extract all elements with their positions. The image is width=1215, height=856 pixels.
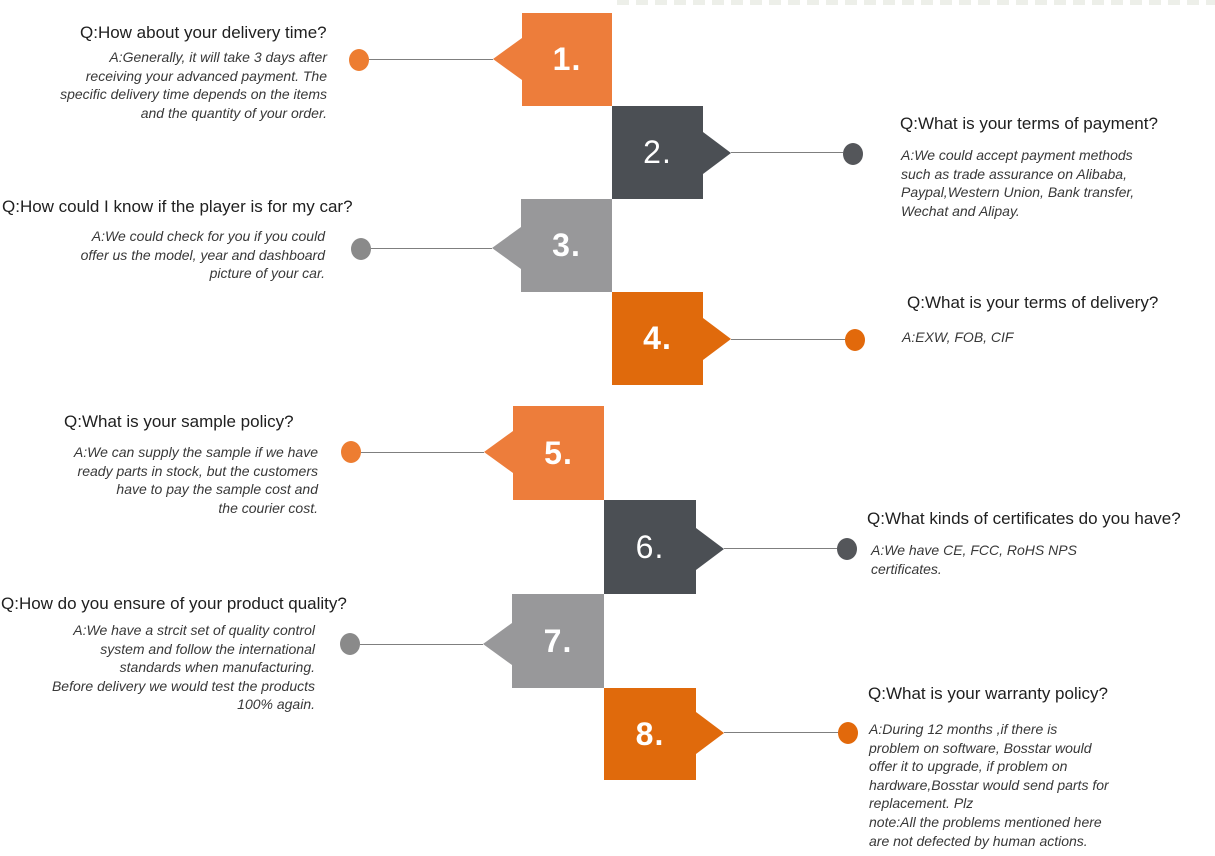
connector-line [731, 152, 843, 153]
answer-text: A:Generally, it will take 3 days after r… [60, 49, 327, 121]
answer-text: A:During 12 months ,if there is problem … [869, 721, 1109, 849]
connector-line [724, 548, 837, 549]
answer-text: A:We have a strcit set of quality contro… [51, 622, 315, 713]
answer-text: A:We could accept payment methods such a… [901, 147, 1135, 219]
left-pointer-icon [483, 623, 512, 665]
left-pointer-icon [492, 227, 521, 269]
question-text: Q:What is your terms of payment? [900, 114, 1158, 133]
step-number: 1. [552, 41, 582, 77]
left-pointer-icon [493, 38, 522, 80]
right-pointer-icon [696, 712, 724, 754]
question-text: Q:What is your warranty policy? [868, 684, 1108, 703]
right-pointer-icon [703, 318, 731, 360]
connector-dot [341, 441, 361, 463]
answer-text: A:We could check for you if you could of… [80, 228, 325, 282]
connector-line [361, 452, 484, 453]
connector-line [724, 732, 838, 733]
answer-text: A:We can supply the sample if we have re… [73, 444, 318, 516]
connector-line [731, 339, 845, 340]
question-text: Q:What is your sample policy? [64, 412, 294, 431]
left-pointer-icon [484, 431, 513, 473]
step-box: 7. [512, 594, 604, 688]
step-box: 8. [604, 688, 696, 780]
question-text: Q:How do you ensure of your product qual… [1, 594, 347, 613]
step-number: 3. [552, 227, 581, 263]
right-pointer-icon [696, 528, 724, 570]
connector-dot [351, 238, 371, 260]
question-text: Q:How about your delivery time? [80, 23, 327, 42]
step-box: 3. [521, 199, 612, 292]
step-number: 2. [643, 134, 672, 170]
connector-line [371, 248, 492, 249]
connector-line [360, 644, 483, 645]
step-number: 6. [635, 528, 665, 565]
connector-dot [837, 538, 857, 560]
question-text: Q:What kinds of certificates do you have… [867, 509, 1181, 528]
top-texture-strip [617, 0, 1215, 5]
step-box: 4. [612, 292, 703, 385]
connector-dot [340, 633, 360, 655]
step-number: 8. [635, 715, 665, 752]
step-box: 6. [604, 500, 696, 594]
answer-text: A:EXW, FOB, CIF [902, 329, 1014, 345]
connector-dot [845, 329, 865, 351]
question-text: Q:What is your terms of delivery? [907, 293, 1159, 312]
step-box: 5. [513, 406, 604, 500]
step-number: 4. [643, 320, 672, 356]
step-box: 2. [612, 106, 703, 199]
step-box: 1. [522, 13, 612, 106]
step-number: 7. [543, 622, 573, 659]
connector-dot [349, 49, 369, 71]
connector-dot [843, 143, 863, 165]
connector-line [369, 59, 493, 60]
question-text: Q:How could I know if the player is for … [2, 197, 353, 216]
answer-text: A:We have CE, FCC, RoHS NPS certificates… [871, 542, 1077, 577]
connector-dot [838, 722, 858, 744]
right-pointer-icon [703, 132, 731, 174]
step-number: 5. [544, 434, 573, 471]
